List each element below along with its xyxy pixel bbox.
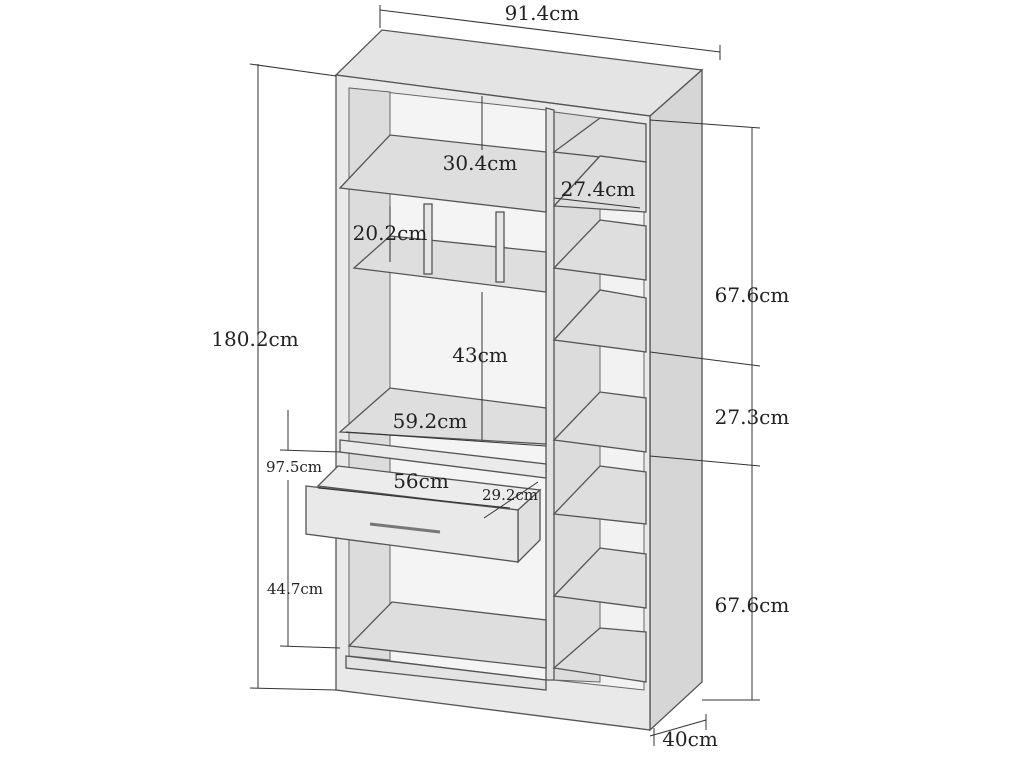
- label-drawer-depth: 29.2cm: [482, 486, 538, 504]
- drawer-handle: [369, 522, 441, 534]
- plinth-left: [345, 655, 547, 691]
- label-right-lower-section: 67.6cm: [715, 593, 790, 617]
- counter-shelf: [338, 387, 547, 445]
- right-shelf-2: [552, 155, 647, 213]
- cubby-divider-2: [495, 211, 505, 283]
- top-left-shelf: [338, 134, 547, 213]
- label-height-total: 180.2cm: [211, 327, 298, 351]
- label-width: 91.4cm: [505, 1, 580, 25]
- label-bottom-gap: 44.7cm: [267, 580, 323, 598]
- label-cubby-height: 20.2cm: [353, 221, 428, 245]
- label-counter-height: 97.5cm: [266, 458, 322, 476]
- label-counter-width: 59.2cm: [393, 409, 468, 433]
- label-right-middle-section: 27.3cm: [715, 405, 790, 429]
- right-shelf-7: [552, 547, 647, 609]
- label-right-column-width: 27.4cm: [561, 177, 636, 201]
- right-shelf-6: [552, 465, 647, 525]
- center-divider: [545, 107, 555, 681]
- drawer-front: [305, 485, 519, 563]
- cabinet-body: [305, 29, 704, 732]
- right-shelf-4: [552, 289, 647, 353]
- pull-out-board: [339, 439, 547, 479]
- label-top-shelf-gap: 30.4cm: [443, 151, 518, 175]
- label-microwave-gap: 43cm: [452, 343, 508, 367]
- right-shelf-5: [552, 391, 647, 453]
- cubby-divider-1: [423, 203, 433, 275]
- dimension-lines: [249, 5, 761, 746]
- label-drawer-width: 56cm: [393, 469, 449, 493]
- dimension-labels: 91.4cm 180.2cm 30.4cm 27.4cm 20.2cm 67.6…: [211, 1, 789, 751]
- bottom-shelf: [347, 601, 547, 669]
- cabinet-right-side: [649, 68, 703, 732]
- label-depth: 40cm: [662, 727, 718, 751]
- label-right-upper-section: 67.6cm: [715, 283, 790, 307]
- drawer: [305, 465, 542, 564]
- right-shelf-3: [552, 219, 647, 281]
- right-shelf-8: [552, 627, 647, 683]
